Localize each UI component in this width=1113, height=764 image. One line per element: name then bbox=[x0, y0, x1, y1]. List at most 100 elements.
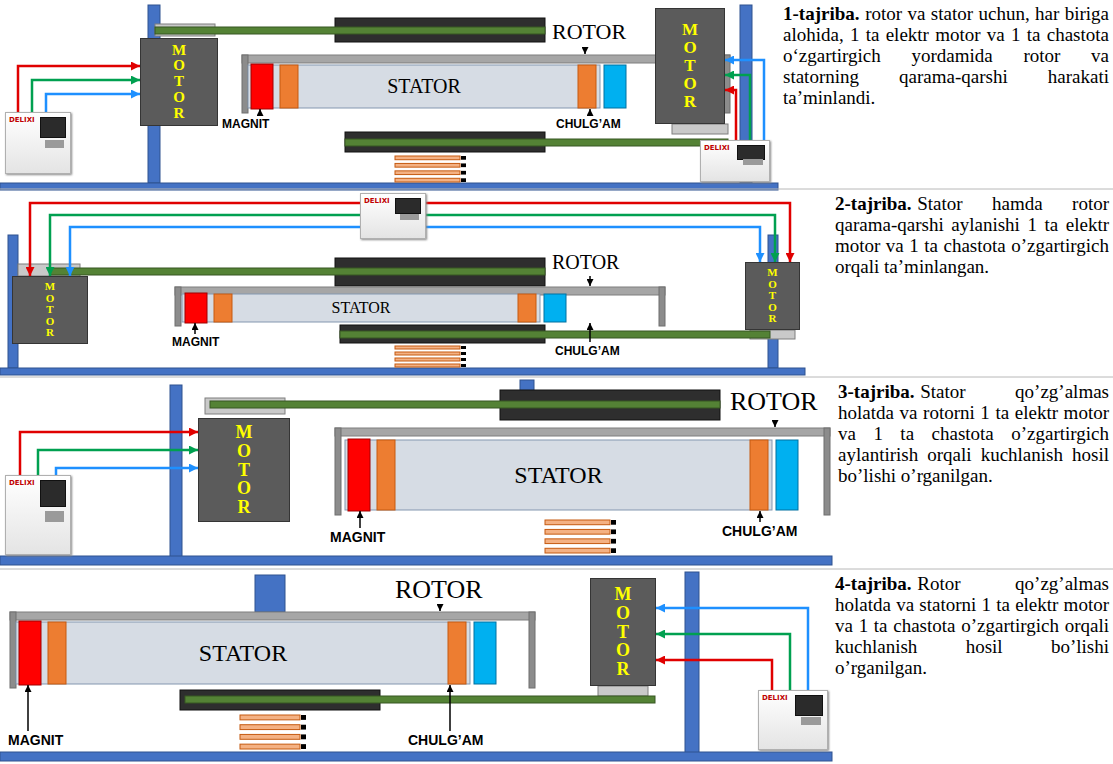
coil-terminal bbox=[461, 346, 466, 349]
panel-separator bbox=[0, 189, 1113, 190]
rotor-frame-side bbox=[824, 428, 830, 515]
coil-winding bbox=[240, 734, 300, 739]
motor-label: MOTOR bbox=[682, 21, 699, 110]
rotor-frame-side bbox=[175, 287, 181, 326]
coil-winding bbox=[395, 358, 460, 361]
leader-arrow bbox=[359, 511, 361, 528]
power-wire bbox=[50, 215, 360, 276]
coil-terminal bbox=[301, 734, 306, 739]
support-post bbox=[768, 235, 778, 368]
part-label: CHULG’AM bbox=[555, 345, 620, 358]
stator-box: STATOR bbox=[345, 440, 772, 510]
coil-terminal bbox=[461, 358, 466, 361]
coil-winding bbox=[395, 364, 460, 367]
power-wire bbox=[70, 227, 360, 276]
motor-label: MOTOR bbox=[767, 267, 778, 325]
power-wire bbox=[32, 80, 140, 112]
brand-label: DELIXI bbox=[9, 116, 35, 124]
drive-belt bbox=[185, 696, 655, 703]
coil-terminal bbox=[461, 352, 466, 355]
support-post bbox=[170, 385, 182, 557]
power-wire bbox=[20, 432, 198, 475]
inverter-keypad bbox=[45, 140, 64, 148]
coil-terminal bbox=[461, 156, 466, 160]
experiment-heading: 2-tajriba. bbox=[835, 193, 912, 214]
coil-terminal bbox=[301, 725, 306, 730]
part-label: MAGNIT bbox=[8, 733, 63, 748]
stator-label: STATOR bbox=[332, 299, 391, 317]
power-wire bbox=[56, 468, 198, 475]
panel-separator bbox=[0, 377, 1113, 378]
rotor-frame bbox=[335, 428, 830, 436]
support-post bbox=[685, 572, 699, 754]
power-wire bbox=[18, 66, 140, 112]
base-beam bbox=[0, 752, 832, 761]
coil-terminal bbox=[461, 171, 466, 175]
panel-separator bbox=[0, 569, 1113, 570]
part-label: CHULG’AM bbox=[556, 118, 621, 131]
leader-arrow bbox=[774, 420, 776, 427]
winding-core bbox=[776, 440, 798, 510]
coil-terminal bbox=[611, 520, 616, 525]
brand-label: DELIXI bbox=[9, 479, 35, 487]
brand-label: DELIXI bbox=[364, 197, 390, 205]
experiment-heading: 3-tajriba. bbox=[838, 381, 915, 402]
drive-belt bbox=[155, 27, 545, 34]
winding bbox=[448, 622, 466, 684]
coil-terminal bbox=[611, 539, 616, 544]
inverter-screen bbox=[40, 117, 66, 138]
stator-label: STATOR bbox=[387, 75, 461, 98]
part-label: ROTOR bbox=[552, 251, 619, 273]
coil-winding bbox=[545, 520, 610, 525]
coil-winding bbox=[395, 346, 460, 349]
part-label: ROTOR bbox=[730, 388, 818, 417]
motor-pulley bbox=[598, 686, 648, 696]
magnet bbox=[251, 64, 273, 109]
leader-arrow bbox=[27, 685, 29, 731]
leader-arrow bbox=[259, 109, 261, 116]
coil-winding bbox=[240, 725, 300, 730]
magnet bbox=[19, 621, 41, 685]
power-wire bbox=[656, 634, 790, 690]
part-label: CHULG’AM bbox=[408, 733, 483, 748]
stator-label: STATOR bbox=[199, 640, 287, 667]
inverter-keypad bbox=[400, 214, 419, 220]
coil-winding bbox=[545, 539, 610, 544]
electric-motor: MOTOR bbox=[745, 262, 800, 330]
power-wire bbox=[725, 60, 764, 140]
power-wire bbox=[725, 90, 736, 140]
leader-arrow bbox=[584, 47, 586, 54]
drive-belt bbox=[345, 139, 728, 146]
inverter-keypad bbox=[801, 717, 821, 725]
stator-body bbox=[248, 65, 600, 108]
experiment-text: 4-tajriba.Rotor qo’zg’almas holatda va s… bbox=[835, 574, 1109, 678]
power-wire bbox=[38, 450, 198, 475]
coil-winding bbox=[545, 529, 610, 534]
coil-terminal bbox=[611, 548, 616, 553]
power-wire bbox=[30, 203, 360, 276]
support-post bbox=[255, 575, 285, 612]
leader-arrow bbox=[449, 685, 451, 731]
frequency-inverter: DELIXI bbox=[5, 475, 71, 555]
stator-box: STATOR bbox=[248, 65, 600, 108]
stator-body bbox=[345, 440, 772, 510]
experiment-text: 1-tajriba.rotor va stator uchun, har bir… bbox=[783, 4, 1109, 108]
magnet bbox=[348, 439, 370, 511]
motor-label: MOTOR bbox=[45, 281, 56, 339]
winding bbox=[214, 294, 232, 322]
leader-arrow bbox=[759, 511, 761, 522]
magnet bbox=[185, 293, 207, 323]
winding bbox=[280, 65, 298, 108]
coil-winding bbox=[395, 178, 460, 182]
motor-label: MOTOR bbox=[235, 423, 253, 517]
frequency-inverter: DELIXI bbox=[360, 193, 426, 239]
inverter-screen bbox=[395, 198, 421, 214]
coil-winding bbox=[395, 171, 460, 175]
electric-motor: MOTOR bbox=[12, 276, 88, 344]
inverter-screen bbox=[795, 695, 823, 716]
part-label: ROTOR bbox=[552, 20, 626, 44]
power-wire bbox=[656, 660, 772, 690]
winding-core bbox=[604, 65, 626, 108]
stator-label: STATOR bbox=[514, 462, 602, 489]
inverter-screen bbox=[40, 480, 66, 507]
